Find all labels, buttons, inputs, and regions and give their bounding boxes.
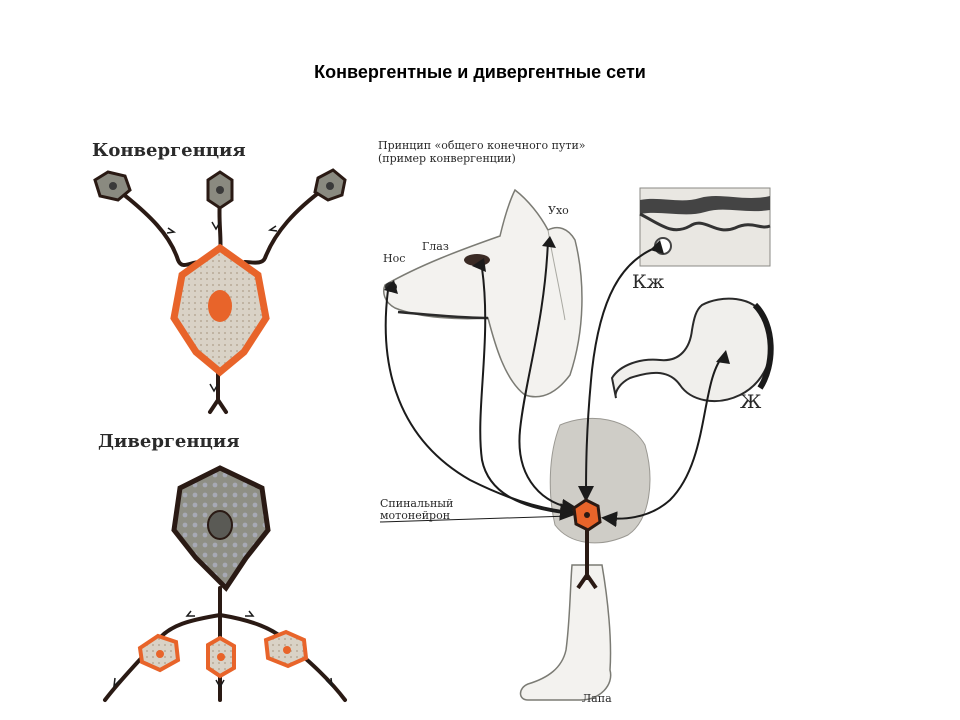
convergence-label: Конвергенция xyxy=(92,140,246,161)
nose-label: Нос xyxy=(383,252,405,265)
caption-line-2: (пример конвергенции) xyxy=(378,152,516,165)
arrow-icon xyxy=(211,221,221,231)
arrow-icon xyxy=(384,280,398,294)
divergence-target-neuron-right xyxy=(263,629,309,669)
input-neuron-left xyxy=(93,170,132,202)
divergence-source-neuron xyxy=(171,465,271,592)
arrow-icon xyxy=(112,677,121,689)
ear-label: Ухо xyxy=(548,204,569,217)
pathway-from-ear xyxy=(518,239,578,515)
pathway-from-skin xyxy=(578,245,661,502)
arrow-icon xyxy=(650,240,664,254)
arrow-icon xyxy=(209,383,219,393)
caption-line-1: Принцип «общего конечного пути» xyxy=(378,139,586,152)
input-neuron-center xyxy=(206,170,234,210)
motoneuron-leader-line xyxy=(379,515,571,523)
divergence-label: Дивергенция xyxy=(98,431,240,452)
spinal-cord-illustration xyxy=(549,417,651,544)
arrow-icon xyxy=(166,227,177,234)
paw-label: Лапа xyxy=(582,692,612,705)
arrow-icon xyxy=(716,350,730,364)
dog-leg-illustration xyxy=(519,564,612,701)
dog-head-illustration xyxy=(383,188,583,398)
pathway-from-eye xyxy=(479,267,576,521)
convergence-diagram: Конвергенция xyxy=(92,140,347,414)
eye-label: Глаз xyxy=(422,240,449,253)
motoneuron-label-line-1: Спинальный xyxy=(380,497,453,510)
arrow-icon xyxy=(542,236,556,248)
pathway-from-stomach xyxy=(601,354,725,528)
common-path-diagram: Принцип «общего конечного пути» (пример … xyxy=(378,139,774,705)
divergence-target-neuron-center xyxy=(206,635,236,679)
axon-right-input xyxy=(243,186,327,265)
skin-section-illustration xyxy=(639,187,771,267)
arrow-icon xyxy=(185,610,195,617)
spinal-motoneuron xyxy=(572,498,602,590)
arrow-icon xyxy=(215,679,225,689)
motoneuron-axon xyxy=(576,530,598,590)
divergence-target-neuron-left xyxy=(137,633,181,673)
axon-left-input xyxy=(116,188,202,268)
arrow-icon xyxy=(267,225,278,232)
stomach-label: Ж xyxy=(740,391,762,413)
skin-label: Кж xyxy=(632,271,665,293)
arrow-icon xyxy=(472,258,486,272)
arrow-icon xyxy=(245,610,255,617)
page-title: Конвергентные и дивергентные сети xyxy=(314,62,646,82)
pathway-from-nose xyxy=(384,289,576,520)
arrow-icon xyxy=(325,677,334,689)
motoneuron-label-line-2: мотонейрон xyxy=(380,509,450,522)
convergence-target-neuron xyxy=(170,243,270,377)
stomach-illustration xyxy=(610,297,774,403)
input-neuron-right xyxy=(313,168,347,202)
divergence-diagram: Дивергенция xyxy=(98,431,347,702)
